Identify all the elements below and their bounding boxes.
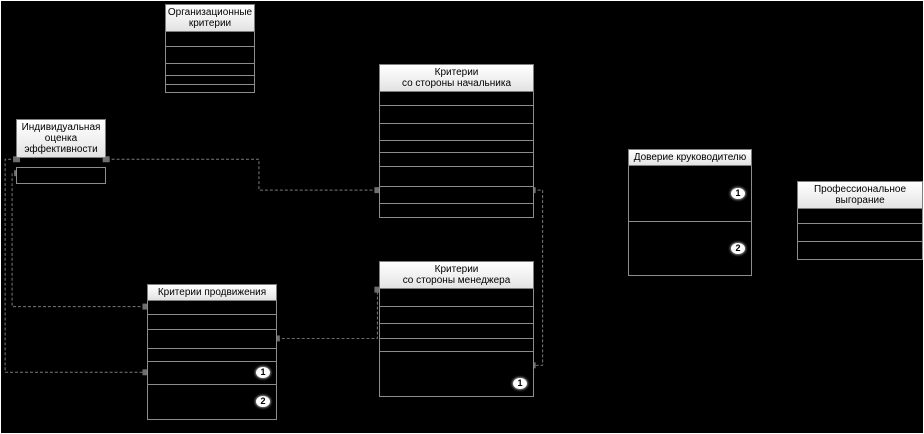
connector-indiv-to-boss[interactable] — [106, 158, 379, 191]
entity-manager-criteria[interactable]: Критерии со стороны менеджера 1 — [379, 261, 534, 397]
attribute-row — [148, 314, 276, 329]
attribute-row — [380, 306, 533, 323]
entity-title: Профессиональное выгорание — [797, 181, 923, 209]
attribute-row — [380, 289, 533, 306]
attribute-row — [380, 123, 533, 140]
attribute-row: 2 — [148, 384, 276, 419]
entity-body: 1 2 — [147, 301, 277, 420]
attribute-row — [380, 152, 533, 166]
entity-title: Критерии со стороны начальника — [379, 64, 534, 92]
attribute-row: 1 — [380, 351, 533, 396]
footnote-badge-2: 2 — [731, 242, 745, 254]
attribute-row — [380, 186, 533, 203]
entity-title: Критерии со стороны менеджера — [379, 261, 534, 289]
entity-title: Индивидуальная оценка эффективности — [16, 119, 106, 158]
entity-promotion-criteria[interactable]: Критерии продвижения 1 2 — [147, 284, 277, 420]
attribute-row — [166, 84, 254, 92]
footnote-badge-2: 2 — [256, 396, 270, 407]
footnote-badge-1: 1 — [256, 367, 270, 378]
attribute-row — [166, 46, 254, 63]
connector-indiv-header-to-promotion[interactable] — [4, 158, 148, 373]
entity-title: Критерии продвижения — [147, 284, 277, 301]
attribute-row — [798, 241, 922, 259]
attribute-row — [148, 301, 276, 314]
entity-title: Доверие круководителю — [628, 149, 752, 166]
attribute-row — [148, 348, 276, 361]
attribute-row — [380, 105, 533, 123]
attribute-row — [798, 209, 922, 223]
entity-body: 1 2 — [628, 166, 752, 276]
entity-body — [797, 209, 923, 260]
connector-indiv-row-to-promotion[interactable] — [11, 172, 148, 308]
entity-body — [165, 32, 255, 93]
entity-professional-burnout[interactable]: Профессиональное выгорание — [797, 181, 923, 260]
attribute-row — [148, 329, 276, 348]
attribute-row: 2 — [629, 221, 751, 275]
attribute-row — [380, 92, 533, 105]
attribute-row — [380, 203, 533, 217]
attribute-row — [166, 63, 254, 75]
connector-promotion-to-manager[interactable] — [276, 289, 378, 339]
attribute-row — [380, 323, 533, 338]
attribute-row: 1 — [148, 361, 276, 384]
attribute-row — [166, 75, 254, 84]
connector-boss-to-manager[interactable] — [532, 189, 544, 366]
attribute-row — [166, 32, 254, 46]
entity-trust-in-leader[interactable]: Доверие круководителю 1 2 — [628, 149, 752, 276]
entity-individual-performance-row[interactable] — [16, 167, 106, 184]
entity-title: Организационные критерии — [165, 4, 255, 32]
footnote-badge-1: 1 — [513, 378, 527, 389]
attribute-row — [380, 166, 533, 186]
attribute-row — [798, 223, 922, 241]
entity-boss-criteria[interactable]: Критерии со стороны начальника — [379, 64, 534, 218]
attribute-row — [380, 338, 533, 351]
attribute-row — [380, 140, 533, 152]
entity-body: 1 — [379, 289, 534, 397]
entity-individual-performance[interactable]: Индивидуальная оценка эффективности — [16, 119, 106, 158]
entity-body — [379, 92, 534, 218]
entity-organizational-criteria[interactable]: Организационные критерии — [165, 4, 255, 93]
attribute-row: 1 — [629, 166, 751, 221]
footnote-badge-1: 1 — [731, 187, 745, 199]
